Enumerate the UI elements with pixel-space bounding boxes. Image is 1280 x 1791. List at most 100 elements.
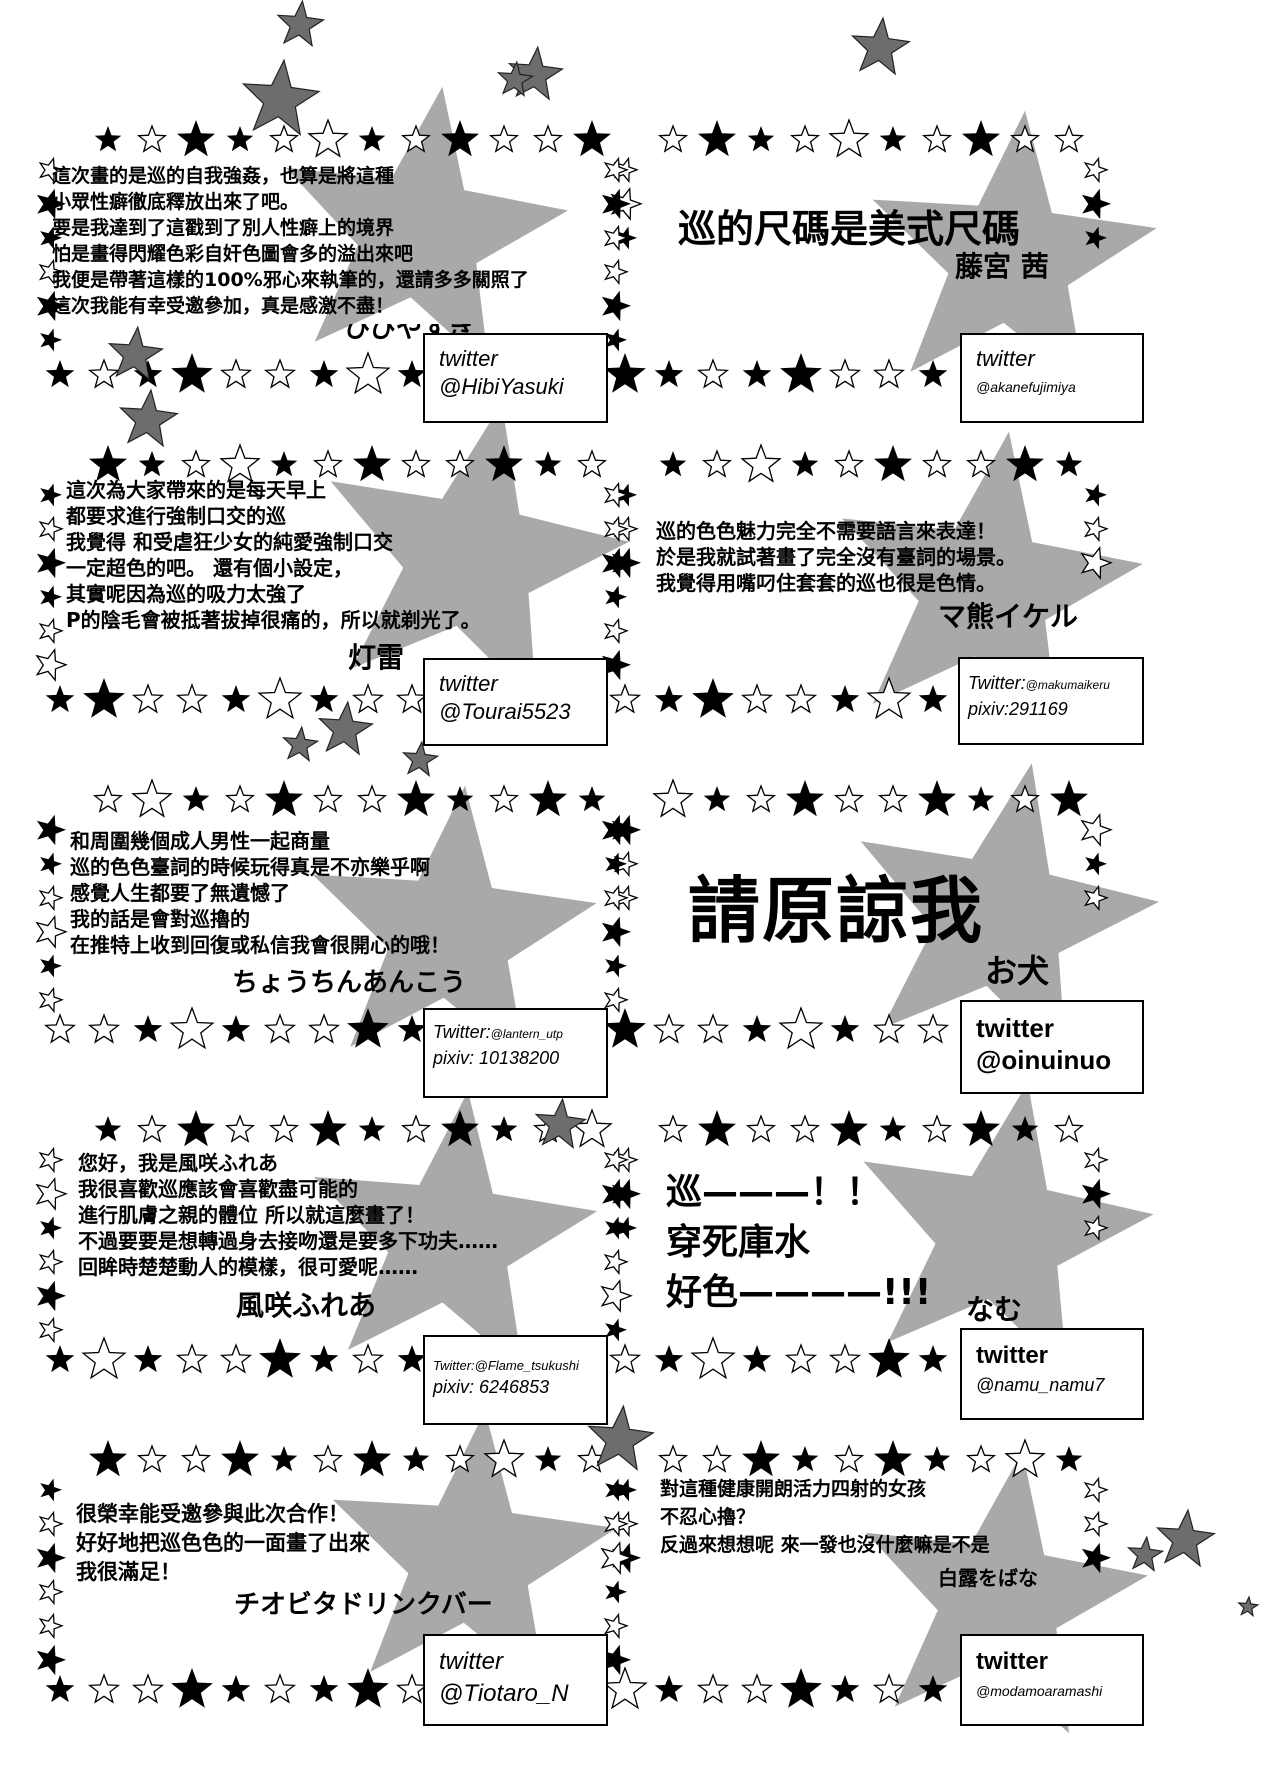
frame-star-icon: [35, 647, 68, 682]
handle-id: @lantern_utp: [490, 1027, 563, 1041]
frame-star-icon: [918, 780, 956, 817]
frame-star-icon: [45, 1345, 75, 1373]
frame-star-icon: [603, 884, 629, 912]
panel-message: 和周圍幾個成人男性一起商量 巡的色色臺詞的時候玩得真是不亦樂乎啊 感覺人生都要了…: [70, 828, 450, 958]
frame-star-icon: [600, 1540, 633, 1575]
frame-star-icon: [921, 1114, 953, 1143]
frame-star-icon: [1083, 156, 1109, 184]
frame-star-icon: [600, 1278, 633, 1313]
message-line: 這次畫的是巡的自我強姦，也算是將這種: [52, 165, 395, 187]
frame-star-icon: [1081, 188, 1111, 220]
frame-star-icon: [1081, 1178, 1111, 1210]
frame-star-icon: [784, 683, 818, 714]
social-handle-box: twitter @Tiotaro_N: [423, 1634, 608, 1726]
frame-star-icon: [171, 1668, 213, 1708]
frame-star-icon: [1083, 1476, 1109, 1504]
frame-star-icon: [605, 1478, 627, 1502]
flag-star-icon: [241, 58, 321, 136]
frame-star-icon: [485, 445, 523, 482]
frame-star-icon: [1085, 852, 1107, 876]
frame-star-icon: [701, 1444, 733, 1473]
frame-star-icon: [603, 986, 629, 1014]
social-handle-box: Twitter:@lantern_utp pixiv: 10138200: [423, 1008, 608, 1098]
frame-star-icon: [696, 1013, 730, 1044]
frame-star-icon: [652, 1013, 686, 1044]
frame-star-icon: [446, 786, 474, 812]
panel-shout: 巡———！！ 穿死庫水 好色————!!!: [666, 1168, 931, 1318]
frame-star-icon: [395, 1673, 429, 1704]
frame-star-icon: [828, 118, 870, 158]
flag-star-icon: [317, 700, 375, 756]
frame-star-icon: [603, 156, 629, 184]
frame-star-icon: [356, 784, 388, 813]
frame-star-icon: [745, 1114, 777, 1143]
frame-star-icon: [221, 1440, 259, 1477]
frame-star-icon: [603, 515, 629, 543]
handle-label: twitter: [976, 1342, 1048, 1369]
grey-star-icon: [313, 1091, 598, 1371]
frame-star-icon: [601, 814, 631, 846]
frame-star-icon: [444, 1444, 476, 1473]
frame-star-icon: [830, 1110, 868, 1147]
panel-message: 很榮幸能受邀參與此次合作！ 好好地把巡色色的一面畫了出來 我很滿足！: [76, 1500, 370, 1587]
flag-star-icon: [107, 325, 165, 381]
grey-star-icon: [841, 431, 1143, 732]
message-line: 反過來想想呢 來一發也沒什麼嘛是不是: [660, 1534, 990, 1556]
frame-star-icon: [1055, 1446, 1083, 1472]
handle-label: twitter: [439, 346, 498, 371]
frame-star-icon: [740, 443, 782, 483]
frame-star-icon: [833, 784, 865, 813]
message-line: 好好地把巡色色的一面畫了出來: [76, 1531, 370, 1555]
message-line: 感覺人生都要了無遺憾了: [70, 881, 290, 905]
frame-star-icon: [1004, 1438, 1046, 1478]
frame-star-icon: [921, 124, 953, 153]
frame-star-icon: [45, 1675, 75, 1703]
message-line: 不過要要是想轉過身去接吻還是要多下功夫……: [78, 1229, 498, 1253]
frame-star-icon: [38, 617, 64, 645]
frame-star-icon: [40, 483, 62, 507]
frame-star-icon: [601, 649, 631, 681]
handle-label: twitter: [976, 1013, 1054, 1043]
frame-star-icon: [441, 1110, 479, 1147]
frame-star-icon: [605, 585, 627, 609]
frame-star-icon: [175, 1343, 209, 1374]
flag-star-icon: [276, 0, 326, 48]
frame-star-icon: [94, 1116, 122, 1142]
flag-star-icon: [401, 740, 440, 777]
grey-star-icon: [872, 110, 1157, 390]
frame-star-icon: [828, 358, 862, 389]
handle-id: @HibiYasuki: [439, 374, 564, 399]
handle-pixiv: pixiv:291169: [968, 699, 1068, 719]
handle-id: @Tourai5523: [439, 699, 571, 724]
social-handle-box: twitter @Tourai5523: [423, 658, 608, 746]
frame-star-icon: [87, 1013, 121, 1044]
handle-label: Twitter:@Flame_tsukushi: [433, 1358, 579, 1373]
frame-star-icon: [36, 188, 66, 220]
frame-star-icon: [45, 360, 75, 388]
frame-star-icon: [309, 685, 339, 713]
frame-star-icon: [136, 1114, 168, 1143]
frame-star-icon: [219, 443, 261, 483]
frame-star-icon: [698, 120, 736, 157]
panel-title: 巡的尺碼是美式尺碼: [678, 207, 1021, 251]
frame-star-icon: [395, 683, 429, 714]
frame-star-icon: [573, 120, 611, 157]
frame-star-icon: [397, 1345, 427, 1373]
frame-star-icon: [833, 1444, 865, 1473]
frame-star-icon: [40, 226, 62, 250]
frame-star-icon: [742, 1440, 780, 1477]
artist-signature: ちょうちんあんこう: [232, 968, 467, 998]
handle-id: @oinuinuo: [976, 1045, 1112, 1075]
frame-star-icon: [182, 786, 210, 812]
frame-star-icon: [918, 1345, 948, 1373]
frame-star-icon: [965, 449, 997, 478]
frame-star-icon: [441, 120, 479, 157]
social-handle-box: Twitter:@Flame_tsukushi pixiv: 6246853: [423, 1335, 608, 1425]
frame-star-icon: [605, 1216, 627, 1240]
message-line: 我很滿足！: [76, 1560, 181, 1584]
frame-star-icon: [742, 1345, 772, 1373]
frame-star-icon: [270, 1446, 298, 1472]
grey-star-icon: [285, 86, 568, 369]
frame-star-icon: [138, 451, 166, 477]
frame-star-icon: [89, 445, 127, 482]
